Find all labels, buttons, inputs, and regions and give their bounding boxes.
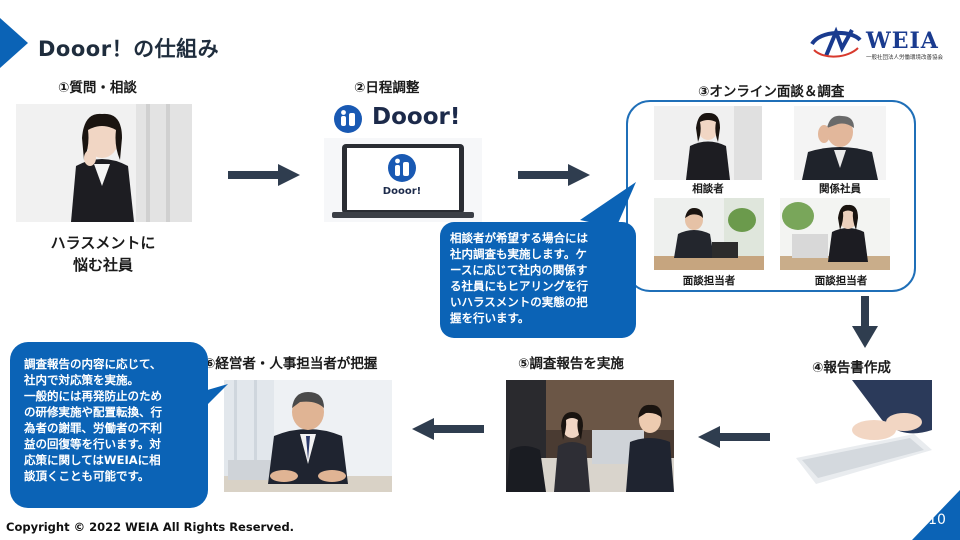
arrow-down-icon [852,296,878,348]
bubble-line: の研修実施や配置転換、行 [24,405,162,419]
step2-label: ②日程調整 [354,80,420,96]
arrow-right-icon [228,164,300,186]
related-employee-thumb [794,106,886,180]
step4-label: ④報告書作成 [812,360,891,376]
thumb-caption-interviewer-2: 面談担当者 [814,275,868,287]
dooor-logo-icon [334,105,362,133]
bubble-line: 一般的には再発防止のため [24,389,162,403]
bubble-line: 社内調査も実施します。ケ [450,247,587,261]
step6-label: ⑥経営者・人事担当者が把握 [204,356,378,372]
bubble-line: 談頂くことも可能です。 [24,469,150,483]
interviewer-female-thumb [780,198,890,270]
bubble-line: 握を行います。 [450,311,530,325]
corner-accent [0,18,28,68]
step3-label: ③オンライン面談＆調査 [698,84,845,100]
weia-logo-icon [810,26,862,58]
bubble-line: 為者の謝罪、労働者の不利 [24,421,162,435]
thumb-caption-interviewer-1: 面談担当者 [682,275,736,287]
bubble-line: 相談者が希望する場合には [450,231,588,245]
logo-subtitle: 一般社団法人労働環境改善協会 [866,55,944,61]
app-name: Dooor! [372,104,461,130]
corner-triangle [912,490,960,540]
consultant-photo [16,104,192,222]
bubble-line: 社内で対応策を実施。 [24,373,139,387]
logo-text: WEIA [866,28,939,54]
report-writing-photo [792,380,932,486]
thumb-caption-related-employee: 関係社員 [819,183,861,195]
speech-bubble-tail [580,182,636,228]
thumb-caption-consultant: 相談者 [692,183,724,195]
executive-photo [224,380,392,492]
consultant-thumb [654,106,762,180]
step1-caption-line2: 悩む社員 [72,256,133,274]
bubble-line: 益の回復等を行います。対 [24,437,161,451]
laptop-screen-text: Dooor! [382,186,422,197]
copyright-text: Copyright © 2022 WEIA All Rights Reserve… [6,520,295,534]
arrow-right-icon [518,164,590,186]
bubble-line: ースに応じて社内の関係す [450,263,588,277]
arrow-left-icon [698,426,770,448]
page-number: 10 [928,512,946,528]
step1-label: ①質問・相談 [58,80,137,96]
bubble-line: る社員にもヒアリングを行 [450,279,588,293]
bubble-line: いハラスメントの実態の把 [450,295,588,309]
bubble-line: 調査報告の内容に応じて、 [24,357,162,371]
page-title: Dooor！の仕組み [38,37,220,61]
step5-label: ⑤調査報告を実施 [518,356,624,372]
interviewer-male-thumb [654,198,764,270]
laptop-image [324,138,482,222]
response-bubble: 調査報告の内容に応じて、 社内で対応策を実施。 一般的には再発防止のため の研修… [10,342,208,508]
investigation-bubble: 相談者が希望する場合には 社内調査も実施します。ケ ースに応じて社内の関係す る… [440,222,636,338]
bubble-line: 応策に関してはWEIAに相 [24,453,161,467]
arrow-left-icon [412,418,484,440]
report-meeting-photo [506,380,674,492]
step1-caption-line1: ハラスメントに [50,234,156,252]
